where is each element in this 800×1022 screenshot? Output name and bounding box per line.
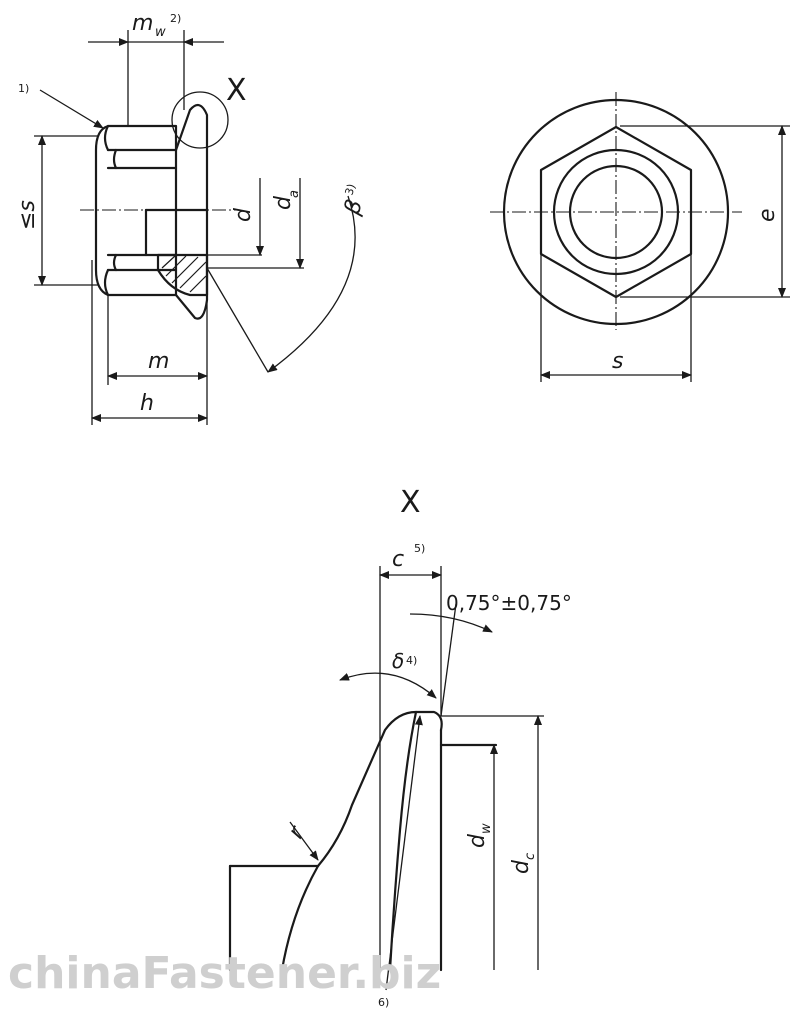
detail-title: X <box>400 485 421 520</box>
note-1-label: 1) <box>18 82 29 95</box>
m-label: m <box>148 349 169 374</box>
c-note: 5) <box>414 542 425 555</box>
beta-note: 3) <box>342 182 358 197</box>
mw-note: 2) <box>170 12 181 25</box>
mw-label: m <box>132 11 153 36</box>
d-label: d <box>231 207 256 222</box>
da-label: d <box>271 195 296 210</box>
s-min-label: ≤s <box>15 200 40 230</box>
angle-label: 0,75°±0,75° <box>446 591 572 615</box>
watermark: chinaFastener.biz <box>8 948 441 999</box>
s-label: s <box>612 349 623 374</box>
detail-ref-x: X <box>226 73 247 108</box>
h-label: h <box>140 391 154 416</box>
delta-note: 4) <box>406 654 417 667</box>
dc-subscript: c <box>523 853 538 860</box>
delta-label: δ <box>392 649 404 673</box>
note-6-label: 6) <box>378 996 389 1009</box>
c-label: c <box>392 547 404 572</box>
da-subscript: a <box>287 190 302 198</box>
detail-x: X c 5) 0,75°±0,75° δ 4) r d w <box>228 485 572 1009</box>
e-label: e <box>755 208 780 222</box>
dw-label: d <box>465 833 490 848</box>
dw-subscript: w <box>479 823 494 834</box>
dc-label: d <box>509 859 534 874</box>
side-view: 1) m w 2) X ≤s d d a β 3) m h <box>15 11 368 425</box>
r-label: r <box>284 821 311 843</box>
beta-label: β <box>340 197 368 219</box>
mw-subscript: w <box>155 25 166 40</box>
end-view: e s <box>490 92 790 382</box>
